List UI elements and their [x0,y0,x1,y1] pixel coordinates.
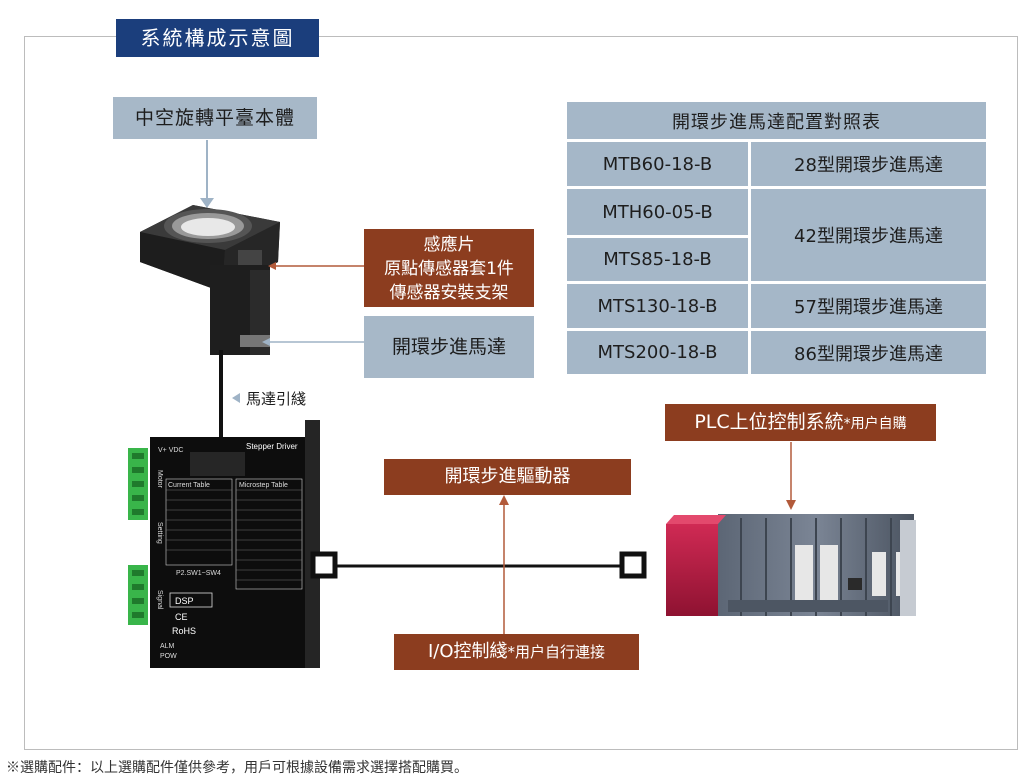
table-row-model: MTS130-18-B [567,284,748,328]
arrow-plc [786,442,796,510]
table-row-model: MTS85-18-B [567,238,748,281]
driver-dsp-text: DSP [175,596,194,606]
plc-main-text: PLC上位控制系統 [694,411,844,433]
io-cable [310,551,647,579]
motor-lead-label: 馬達引綫 [246,390,307,408]
stepper-driver-image [128,420,320,668]
sensor-label: 感應片 原點傳感器套1件 傳感器安裝支架 [364,229,534,307]
io-cable-label: I/O控制綫*用户自行連接 [394,634,639,670]
diagram-frame [24,36,1018,750]
driver-signal-text: Signal [156,590,163,610]
driver-label: 開環步進驅動器 [384,459,631,495]
table-row-motor: 42型開環步進馬達 [751,189,986,281]
footnote: ※選購配件：以上選購配件僅供參考，用戶可根據設備需求選擇搭配購買。 [6,760,468,776]
driver-ce-text: CE [175,612,188,622]
rotary-platform-image [140,205,280,355]
driver-brand-text: Stepper Driver [246,442,298,451]
lead-pointer-icon [232,393,240,403]
plc-label: PLC上位控制系統*用户自購 [665,404,936,441]
driver-pow-text: POW [160,653,177,660]
plc-image [666,514,916,616]
arrow-sensor [268,262,364,270]
driver-panel-text: Stepper Driver V+ VDC Current Table Micr… [156,442,298,660]
driver-voltage-text: V+ VDC [158,447,183,454]
sensor-line-3: 傳感器安裝支架 [389,283,509,303]
table-row-model: MTH60-05-B [567,189,748,235]
sensor-line-2: 原點傳感器套1件 [384,259,514,279]
arrow-motor [262,338,364,346]
io-note-text: *用户自行連接 [507,643,606,661]
arrow-rotary [200,140,214,208]
table-row-motor: 57型開環步進馬達 [751,284,986,328]
plc-note-text: *用户自購 [843,416,907,432]
rotary-body-label: 中空旋轉平臺本體 [113,97,317,139]
table-row-model: MTS200-18-B [567,331,748,374]
driver-rohs-text: RoHS [172,626,196,636]
driver-motor-text: Motor [156,470,163,489]
driver-sw-caption-text: P2.SW1~SW4 [176,570,221,577]
table-row-motor: 28型開環步進馬達 [751,142,986,186]
config-table-header: 開環步進馬達配置對照表 [567,102,986,139]
table-row-model: MTB60-18-B [567,142,748,186]
driver-current-table-text: Current Table [168,482,210,489]
driver-setting-text: Setting [156,522,163,544]
driver-microstep-table-text: Microstep Table [239,482,288,489]
motor-label: 開環步進馬達 [364,316,534,378]
sensor-line-1: 感應片 [423,235,475,255]
table-row-motor: 86型開環步進馬達 [751,331,986,374]
io-main-text: I/O控制綫 [427,641,508,662]
arrow-driver [499,495,509,634]
page-title: 系統構成示意圖 [116,19,319,57]
driver-alm-text: ALM [160,643,175,650]
